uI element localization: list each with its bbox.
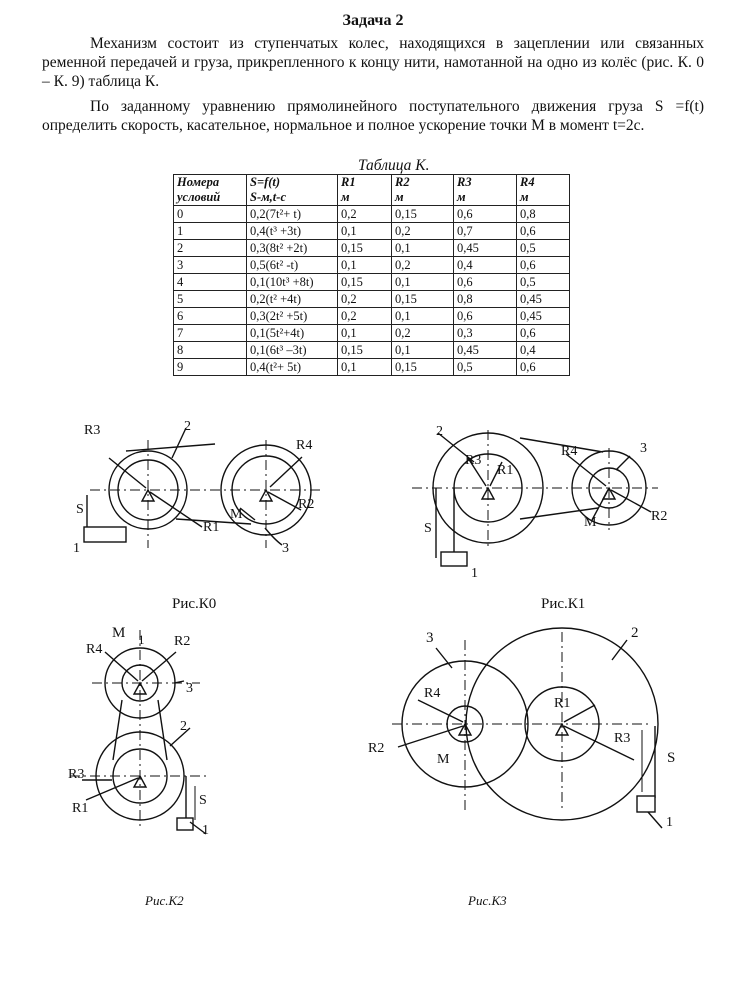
table-cell: 0,4 [516, 341, 570, 359]
table-cell: 0,45 [453, 341, 517, 359]
k0-label-r3: R3 [84, 423, 100, 438]
k2-label-r2: R2 [174, 634, 190, 649]
table-cell: 0,1 [337, 358, 392, 376]
table-cell: 0,2(7t²+ t) [246, 205, 338, 223]
k3-label-s: S [667, 750, 675, 766]
k1-label-2: 2 [436, 424, 443, 439]
task-paragraph-2: По заданному уравнению прямолинейного по… [42, 98, 704, 134]
table-cell: 0,3(8t² +2t) [246, 239, 338, 257]
k0-label-1: 1 [73, 541, 80, 556]
k2-label-1-top: 1 [138, 632, 145, 647]
k3-label-r3: R3 [614, 731, 630, 746]
k0-label-r1: R1 [203, 520, 219, 535]
k0-label-3: 3 [282, 541, 289, 556]
k1-label-m: M [584, 515, 597, 530]
k3-label-m: M [437, 752, 450, 767]
k2-label-s: S [199, 793, 207, 808]
table-cell: 0,2 [337, 290, 392, 308]
table-cell: 0,8 [453, 290, 517, 308]
task-title: Задача 2 [342, 12, 404, 29]
k3-label-r4: R4 [424, 686, 440, 701]
table-cell: 0,15 [337, 341, 392, 359]
k2-label-r4: R4 [86, 642, 102, 657]
k2-label-3: 3 [186, 681, 193, 696]
k3-label-3: 3 [426, 630, 434, 646]
figure-k1-caption: Рис.К1 [541, 596, 586, 612]
k2-label-r1: R1 [72, 801, 88, 816]
figure-k2-caption: Рис.К2 [145, 893, 184, 908]
table-cell: 0,2 [391, 222, 454, 240]
table-cell: 0,15 [337, 273, 392, 291]
k1-label-r3: R3 [465, 453, 481, 468]
k2-label-1: 1 [202, 823, 209, 838]
table-cell: 0,1 [391, 273, 454, 291]
k3-label-r1: R1 [554, 696, 570, 711]
k2-label-r3: R3 [68, 767, 84, 782]
table-cell: 0,3(2t² +5t) [246, 307, 338, 325]
table-cell: 0,15 [391, 205, 454, 223]
k0-label-2: 2 [184, 419, 191, 434]
k0-label-m: M [230, 507, 243, 522]
table-cell: 0,7 [453, 222, 517, 240]
k1-label-r4: R4 [561, 444, 577, 459]
k0-label-s: S [76, 502, 84, 517]
k3-label-1: 1 [666, 815, 673, 830]
k0-label-r4: R4 [296, 438, 312, 453]
k2-label-2: 2 [180, 719, 187, 734]
table-cell: 0,6 [453, 273, 517, 291]
table-cell: 0,5 [453, 358, 517, 376]
k3-label-2: 2 [631, 625, 639, 641]
table-cell: 0,6 [516, 358, 570, 376]
k1-label-r2: R2 [651, 509, 667, 524]
k1-label-r1: R1 [497, 463, 513, 478]
table-cell: 0,6 [516, 222, 570, 240]
k1-label-1: 1 [471, 566, 478, 581]
k0-label-r2: R2 [298, 497, 314, 512]
k2-label-m: M [112, 625, 125, 641]
table-cell: 0,5(6t² -t) [246, 256, 338, 274]
task-paragraph-1: Механизм состоит из ступенчатых колес, н… [42, 35, 704, 90]
k1-label-3: 3 [640, 441, 647, 456]
figure-k3-caption: Рис.К3 [468, 893, 507, 908]
table-caption: Таблица К. [358, 157, 430, 174]
figure-k0-caption: Рис.К0 [172, 596, 217, 612]
table-cell: 0,8 [516, 205, 570, 223]
k3-label-r2: R2 [368, 741, 384, 756]
table-cell: 0,6 [516, 256, 570, 274]
k1-label-s: S [424, 521, 432, 536]
